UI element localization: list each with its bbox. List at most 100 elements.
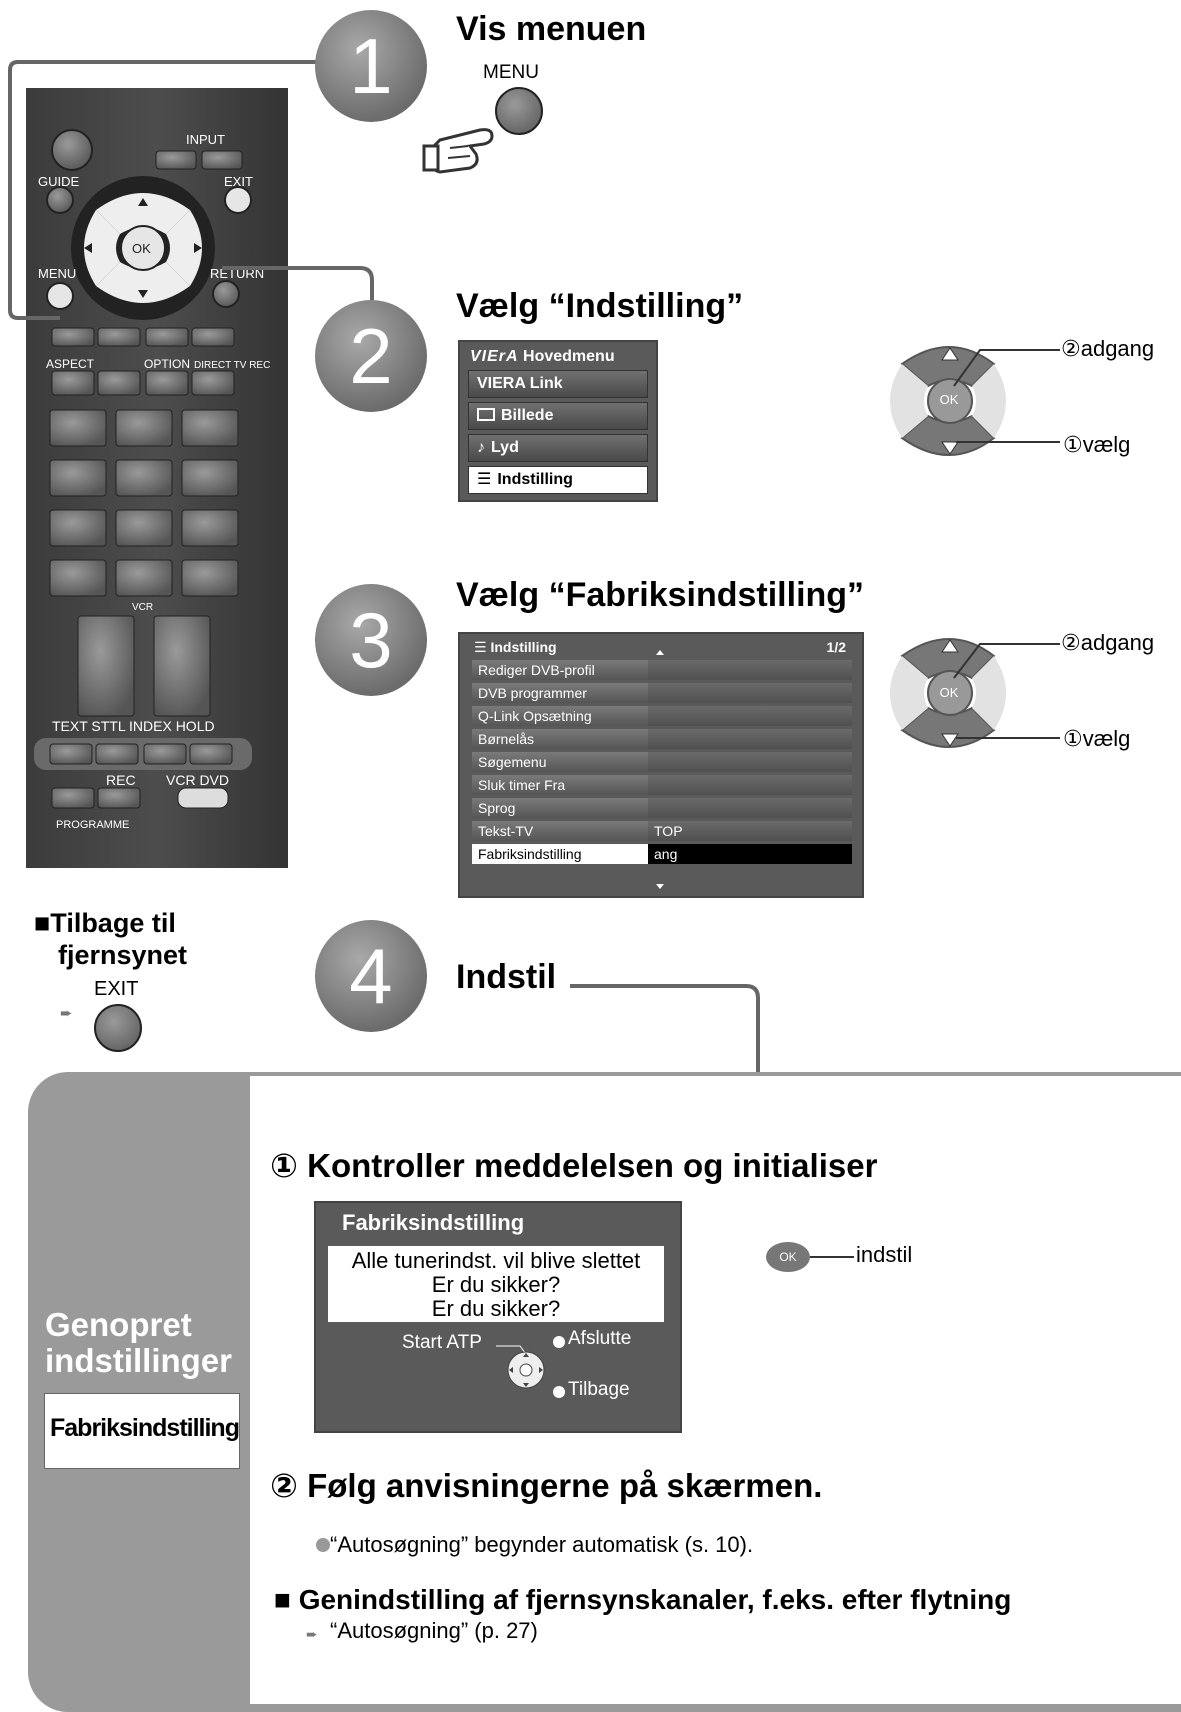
settings-item-label: Fabriksindstilling [478, 846, 582, 862]
pointing-hand-icon [422, 128, 494, 174]
dpad-ok-step2[interactable]: OK [939, 392, 959, 407]
text-buttons[interactable] [49, 743, 233, 765]
settings-item-value [648, 729, 852, 749]
vcr-dvd-label: VCR DVD [166, 772, 229, 788]
arrow-right-icon: ➨ [306, 1626, 318, 1642]
note-text: “Autosøgning” begynder automatisk (s. 10… [330, 1532, 754, 1557]
settings-item[interactable]: Sluk timer Fra [472, 775, 852, 795]
dpad-callouts-step2 [953, 349, 1060, 443]
settings-item[interactable]: Rediger DVB-profil [472, 660, 852, 680]
dpad-up[interactable] [96, 193, 190, 234]
menu-item-label: Indstilling [497, 471, 573, 488]
color-buttons[interactable] [51, 327, 235, 347]
programme-label: PROGRAMME [56, 819, 129, 831]
rec-button[interactable] [51, 787, 95, 809]
dialog-line2: Er du sikker? [431, 1272, 561, 1297]
settings-item-value: TOP [648, 821, 852, 841]
settings-item-label: Q-Link Opsætning [478, 708, 592, 724]
step2-select-label: ①vælg [1063, 432, 1131, 457]
sub3-heading: ■ Genindstilling af fjernsynskanaler, f.… [274, 1584, 1012, 1615]
exit-label: EXIT [224, 174, 253, 189]
dpad-right[interactable] [166, 210, 202, 286]
settings-item[interactable]: Tekst-TV TOP [472, 821, 852, 841]
dpad-down[interactable] [96, 262, 190, 303]
menu-item-lyd[interactable]: ♪Lyd [468, 434, 648, 462]
power-button[interactable] [51, 129, 93, 171]
menu-item-indstilling[interactable]: ☰Indstilling [468, 466, 648, 494]
dialog-dpad-icon [496, 1345, 545, 1389]
guide-button[interactable] [46, 186, 74, 214]
main-menu-title-text: Hovedmenu [523, 348, 615, 365]
dialog-start-atp[interactable]: Start ATP [402, 1332, 482, 1353]
dialog-title: Fabriksindstilling [342, 1210, 525, 1235]
step4-heading: Indstil [456, 958, 557, 996]
ok-set-button-label: OK [779, 1250, 797, 1264]
ok-button-remote[interactable] [120, 225, 166, 271]
settings-item-label: Sprog [478, 800, 516, 816]
dialog-afslutte[interactable]: Afslutte [568, 1328, 632, 1349]
channel-rocker[interactable] [153, 615, 211, 717]
function-buttons[interactable] [51, 370, 235, 396]
settings-item[interactable]: Sprog [472, 798, 852, 818]
menu-label-remote: MENU [38, 266, 76, 281]
dpad-diagram-step2 [890, 346, 1006, 456]
scroll-down-icon [656, 884, 664, 889]
settings-item[interactable]: Børnelås [472, 729, 852, 749]
dpad-down-arrow [138, 290, 148, 298]
dpad-left-arrow [84, 243, 92, 253]
menu-item-label: Billede [501, 407, 554, 424]
step3-access-label: ②adgang [1061, 630, 1155, 655]
dialog-bullet-afslutte [553, 1336, 565, 1348]
settings-item-label: DVB programmer [478, 685, 587, 701]
input-button[interactable] [155, 150, 197, 170]
main-menu-title: VIErA Hovedmenu [460, 342, 656, 370]
settings-item-value [648, 683, 852, 703]
side-title-line2: indstillinger [45, 1342, 233, 1379]
dpad-ok-step3[interactable]: OK [939, 685, 959, 700]
option-label: OPTION [144, 357, 190, 371]
guide-label: GUIDE [38, 174, 80, 189]
vcr-dvd-switch[interactable] [177, 787, 229, 809]
menu-item-viera-link[interactable]: VIERA Link [468, 370, 648, 398]
volume-rocker[interactable] [77, 615, 135, 717]
menu-item-billede[interactable]: Billede [468, 402, 648, 430]
note-bullet [316, 1538, 330, 1552]
dpad-callouts-step3 [953, 643, 1060, 739]
dpad-left[interactable] [84, 210, 120, 286]
aspect-label: ASPECT [46, 357, 95, 371]
input-button-2[interactable] [201, 150, 243, 170]
ok-set-button[interactable] [766, 1242, 810, 1272]
step1-menu-button[interactable] [495, 87, 543, 135]
rec-button-2[interactable] [97, 787, 141, 809]
settings-item-label: Sluk timer Fra [478, 777, 566, 793]
step1-menu-label: MENU [483, 62, 539, 83]
scroll-up-icon [656, 650, 664, 655]
step2-number: 2 [315, 300, 427, 412]
menu-button-remote[interactable] [46, 282, 74, 310]
sub3-ref: “Autosøgning” (p. 27) [330, 1618, 538, 1643]
step4-number: 4 [315, 920, 427, 1032]
sub1-heading: ① Kontroller meddelelsen og initialiser [270, 1147, 878, 1184]
dialog-tilbage[interactable]: Tilbage [568, 1379, 630, 1400]
viera-logo: VIErA [470, 348, 519, 365]
ok-set-callout-line [810, 1256, 854, 1258]
menu-item-label: Lyd [491, 439, 519, 456]
settings-item-value [648, 752, 852, 772]
dpad-right-arrow [194, 243, 202, 253]
settings-item[interactable]: DVB programmer [472, 683, 852, 703]
picture-icon [477, 408, 495, 421]
number-keypad[interactable] [49, 409, 239, 597]
settings-item-value [648, 706, 852, 726]
back-exit-button[interactable] [94, 1004, 142, 1052]
settings-item[interactable]: Søgemenu [472, 752, 852, 772]
rec-label: REC [106, 772, 136, 788]
settings-item[interactable]: Q-Link Opsætning [472, 706, 852, 726]
step3-number: 3 [315, 584, 427, 696]
exit-button-remote[interactable] [224, 186, 252, 214]
return-button[interactable] [212, 280, 240, 308]
settings-item-label: Tekst-TV [478, 823, 534, 839]
back-exit-label: EXIT [94, 978, 139, 1000]
settings-item-value [648, 798, 852, 818]
